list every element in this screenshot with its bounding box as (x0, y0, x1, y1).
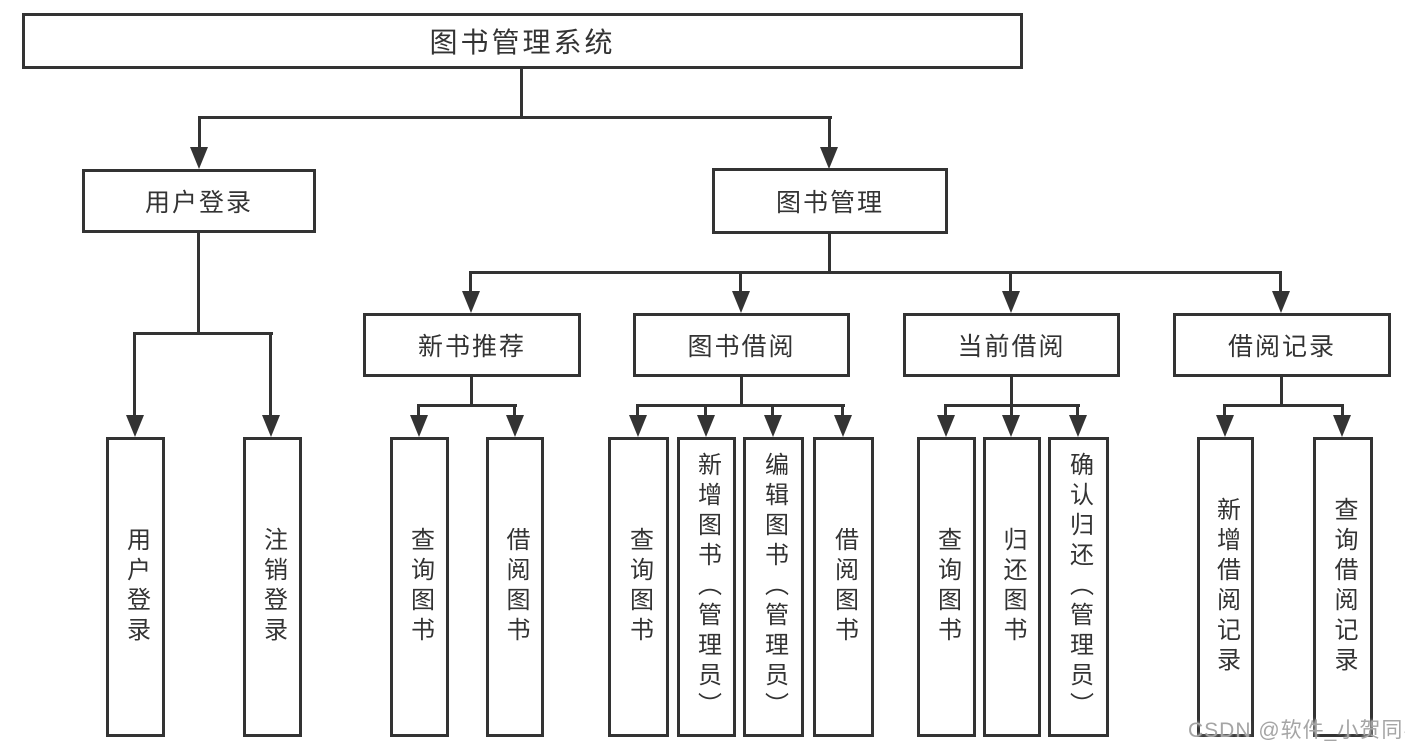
node-book-borrowing-label: 图书借阅 (687, 333, 796, 361)
connector-line (944, 404, 947, 417)
connector-line (133, 332, 136, 417)
leaf-return-book: 归还图书 (983, 437, 1041, 737)
arrowhead-down-icon (1216, 415, 1234, 437)
leaf-confirm-return-admin: 确认归还（管理员） (1048, 437, 1109, 737)
leaf-query-books-recommend-label: 查询图书 (406, 527, 434, 647)
connector-line (417, 404, 420, 417)
connector-line (417, 404, 517, 407)
arrowhead-down-icon (190, 147, 208, 169)
arrowhead-down-icon (126, 415, 144, 437)
arrowhead-down-icon (462, 291, 480, 313)
leaf-borrow-books-recommend-label: 借阅图书 (502, 527, 529, 647)
leaf-query-books-current: 查询图书 (917, 437, 976, 737)
leaf-confirm-return-admin-label: 确认归还（管理员） (1065, 452, 1093, 722)
connector-line (133, 332, 273, 335)
arrowhead-down-icon (1069, 415, 1087, 437)
arrowhead-down-icon (834, 415, 852, 437)
leaf-query-books-recommend: 查询图书 (390, 437, 449, 737)
node-new-book-recommend-label: 新书推荐 (417, 333, 526, 361)
node-current-borrowing-label: 当前借阅 (957, 333, 1066, 361)
arrowhead-down-icon (697, 415, 715, 437)
connector-line (469, 271, 1282, 274)
connector-line (1280, 376, 1283, 407)
leaf-logout: 注销登录 (243, 437, 302, 737)
leaf-user-login-label: 用户登录 (122, 527, 150, 647)
node-user-login: 用户登录 (82, 169, 316, 233)
node-book-management: 图书管理 (712, 168, 948, 234)
connector-line (771, 404, 774, 417)
connector-line (1010, 404, 1013, 417)
connector-line (841, 404, 844, 417)
leaf-borrow-books: 借阅图书 (813, 437, 874, 737)
connector-line (1010, 376, 1013, 407)
node-book-borrowing: 图书借阅 (633, 313, 850, 377)
node-borrowing-records: 借阅记录 (1173, 313, 1391, 377)
arrowhead-down-icon (262, 415, 280, 437)
connector-line (636, 404, 639, 417)
leaf-edit-book-admin: 编辑图书（管理员） (743, 437, 804, 737)
leaf-borrow-books-label: 借阅图书 (830, 527, 858, 647)
leaf-edit-book-admin-label: 编辑图书（管理员） (760, 452, 788, 722)
connector-line (1009, 271, 1012, 295)
leaf-borrow-books-recommend: 借阅图书 (486, 437, 544, 737)
arrowhead-down-icon (629, 415, 647, 437)
leaf-query-borrow-record: 查询借阅记录 (1313, 437, 1373, 737)
node-current-borrowing: 当前借阅 (903, 313, 1120, 377)
node-new-book-recommend: 新书推荐 (363, 313, 581, 377)
connector-line (636, 404, 845, 407)
leaf-add-book-admin: 新增图书（管理员） (677, 437, 736, 737)
node-book-management-label: 图书管理 (775, 189, 884, 217)
arrowhead-down-icon (410, 415, 428, 437)
leaf-query-books-borrowing-label: 查询图书 (625, 527, 653, 647)
arrowhead-down-icon (764, 415, 782, 437)
node-user-login-label: 用户登录 (144, 189, 253, 217)
leaf-add-borrow-record-label: 新增借阅记录 (1212, 497, 1240, 677)
connector-line (1223, 404, 1344, 407)
arrowhead-down-icon (937, 415, 955, 437)
connector-line (739, 271, 742, 295)
arrowhead-down-icon (1002, 415, 1020, 437)
leaf-user-login: 用户登录 (106, 437, 165, 737)
connector-line (513, 404, 516, 417)
connector-line (470, 376, 473, 407)
arrowhead-down-icon (506, 415, 524, 437)
connector-line (704, 404, 707, 417)
connector-line (828, 233, 831, 274)
connector-line (740, 376, 743, 407)
connector-line (1341, 404, 1344, 417)
leaf-add-borrow-record: 新增借阅记录 (1197, 437, 1254, 737)
arrowhead-down-icon (820, 147, 838, 169)
connector-line (198, 116, 832, 119)
connector-line (520, 68, 523, 119)
connector-line (1223, 404, 1226, 417)
node-root-label: 图书管理系统 (429, 27, 616, 58)
arrowhead-down-icon (1333, 415, 1351, 437)
arrowhead-down-icon (732, 291, 750, 313)
leaf-add-book-admin-label: 新增图书（管理员） (693, 452, 721, 722)
leaf-logout-label: 注销登录 (259, 527, 287, 647)
connector-line (828, 116, 831, 149)
arrowhead-down-icon (1272, 291, 1290, 313)
connector-line (197, 232, 200, 335)
node-borrowing-records-label: 借阅记录 (1227, 333, 1336, 361)
leaf-query-books-borrowing: 查询图书 (608, 437, 669, 737)
leaf-query-borrow-record-label: 查询借阅记录 (1330, 497, 1357, 677)
node-root: 图书管理系统 (22, 13, 1023, 69)
connector-line (1076, 404, 1079, 417)
leaf-return-book-label: 归还图书 (999, 527, 1026, 647)
connector-line (469, 271, 472, 295)
leaf-query-books-current-label: 查询图书 (933, 527, 961, 647)
watermark: CSDN @软件_小贺同学 (1188, 719, 1405, 742)
arrowhead-down-icon (1002, 291, 1020, 313)
connector-line (198, 116, 201, 149)
connector-line (269, 332, 272, 417)
connector-line (1279, 271, 1282, 295)
